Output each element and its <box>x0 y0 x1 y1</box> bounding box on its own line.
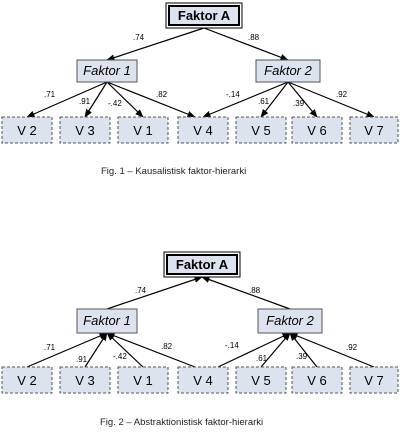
svg-text:V 6: V 6 <box>307 123 327 138</box>
factor-label: Faktor 1 <box>83 63 131 78</box>
variable-box: V 2 <box>1 366 53 394</box>
figure-caption: Fig. 1 – Kausalistisk faktor-hierarki <box>101 166 246 177</box>
connector-arrow <box>203 27 289 61</box>
connector-arrow <box>287 81 318 118</box>
factor-box-fig1-2: Faktor 2 <box>255 59 321 83</box>
top-factor-box-fig1: Faktor A <box>165 2 243 29</box>
svg-text:V 3: V 3 <box>75 373 95 388</box>
connector-arrow <box>84 81 108 118</box>
weight-label: .92 <box>346 343 358 352</box>
weight-label: -.14 <box>226 90 240 99</box>
svg-text:V 7: V 7 <box>364 123 384 138</box>
variable-box: V 2 <box>1 116 53 144</box>
factor-label: Faktor 1 <box>83 313 131 328</box>
weight-label: .39 <box>296 352 308 361</box>
variable-box: V 1 <box>117 366 169 394</box>
links-fig1 <box>26 27 375 118</box>
weight-label: .91 <box>79 97 91 106</box>
svg-text:V 5: V 5 <box>251 373 271 388</box>
weight-label: -.42 <box>108 99 122 108</box>
svg-text:V 5: V 5 <box>251 123 271 138</box>
connector-arrow <box>217 332 291 368</box>
connector-arrow <box>26 81 108 118</box>
connector-arrow <box>202 81 289 118</box>
weight-label: -.14 <box>225 341 239 350</box>
connector-arrow <box>26 332 108 368</box>
variable-box: V 3 <box>59 116 111 144</box>
weight-label: .71 <box>44 343 56 352</box>
connector-arrow <box>289 332 375 368</box>
weight-label: .71 <box>44 90 56 99</box>
weight-label: -.42 <box>113 352 127 361</box>
weight-label: .74 <box>135 286 147 295</box>
weight-label: .82 <box>161 342 173 351</box>
factor-box-fig2-1: Faktor 1 <box>76 308 138 334</box>
connector-arrow <box>260 332 291 368</box>
variable-box: V 1 <box>117 116 169 144</box>
variable-box: V 7 <box>349 366 399 394</box>
weight-label: .61 <box>256 354 268 363</box>
variable-box: V 4 <box>177 116 229 144</box>
svg-text:V 4: V 4 <box>193 373 213 388</box>
variable-box: V 5 <box>235 116 287 144</box>
top-factor-label: Faktor A <box>176 257 229 272</box>
svg-text:V 6: V 6 <box>307 373 327 388</box>
connector-arrow <box>84 332 108 368</box>
weight-label: .88 <box>249 286 261 295</box>
diagram-fig2: Faktor A Faktor 1 Faktor 2 V 2 V 3 V 1 <box>1 251 399 428</box>
svg-text:V 1: V 1 <box>133 123 153 138</box>
variable-box: V 6 <box>291 366 343 394</box>
variable-box: V 3 <box>59 366 111 394</box>
connector-arrow <box>201 276 291 310</box>
connector-arrow <box>106 27 205 61</box>
svg-text:V 3: V 3 <box>75 123 95 138</box>
connector-arrow <box>106 276 203 310</box>
variable-box: V 6 <box>291 116 343 144</box>
factor-box-fig2-2: Faktor 2 <box>257 308 323 334</box>
factor-label: Faktor 2 <box>266 313 314 328</box>
weight-labels-fig2: .74 .88 .71 .91 -.42 .82 -.14 .61 .39 .9… <box>44 286 358 364</box>
connector-arrow <box>287 81 375 118</box>
variable-boxes-fig2: V 2 V 3 V 1 V 4 V 5 V 6 <box>1 366 399 394</box>
connector-arrow <box>106 81 196 118</box>
figure-caption: Fig. 2 – Abstraktionistisk faktor-hierar… <box>100 417 263 428</box>
connector-arrow <box>106 81 144 118</box>
weight-label: .61 <box>258 97 270 106</box>
variable-box: V 7 <box>349 116 399 144</box>
connector-arrow <box>106 332 144 368</box>
svg-text:V 2: V 2 <box>17 373 37 388</box>
svg-text:V 4: V 4 <box>193 123 213 138</box>
weight-label: .39 <box>293 99 305 108</box>
weight-label: .88 <box>248 33 260 42</box>
variable-box: V 4 <box>177 366 229 394</box>
svg-text:V 7: V 7 <box>364 373 384 388</box>
svg-text:V 1: V 1 <box>133 373 153 388</box>
factor-label: Faktor 2 <box>264 63 312 78</box>
weight-label: .74 <box>133 33 145 42</box>
variable-boxes-fig1: V 2 V 3 V 1 V 4 V 5 V 6 <box>1 116 399 144</box>
variable-box: V 5 <box>235 366 287 394</box>
connector-arrow <box>260 81 289 118</box>
weight-labels-fig1: .74 .88 .71 .91 -.42 .82 -.14 .61 .39 .9… <box>44 33 348 108</box>
weight-label: .91 <box>76 355 88 364</box>
weight-label: .92 <box>336 90 348 99</box>
top-factor-label: Faktor A <box>178 8 231 23</box>
connector-arrow <box>106 332 196 368</box>
diagram-fig1: Faktor A Faktor 1 Faktor 2 V 2 V 3 V 1 <box>1 2 399 177</box>
svg-text:V 2: V 2 <box>17 123 37 138</box>
top-factor-box-fig2: Faktor A <box>163 251 241 278</box>
weight-label: .82 <box>156 90 168 99</box>
factor-box-fig1-1: Faktor 1 <box>76 59 138 83</box>
links-fig2 <box>26 276 375 368</box>
